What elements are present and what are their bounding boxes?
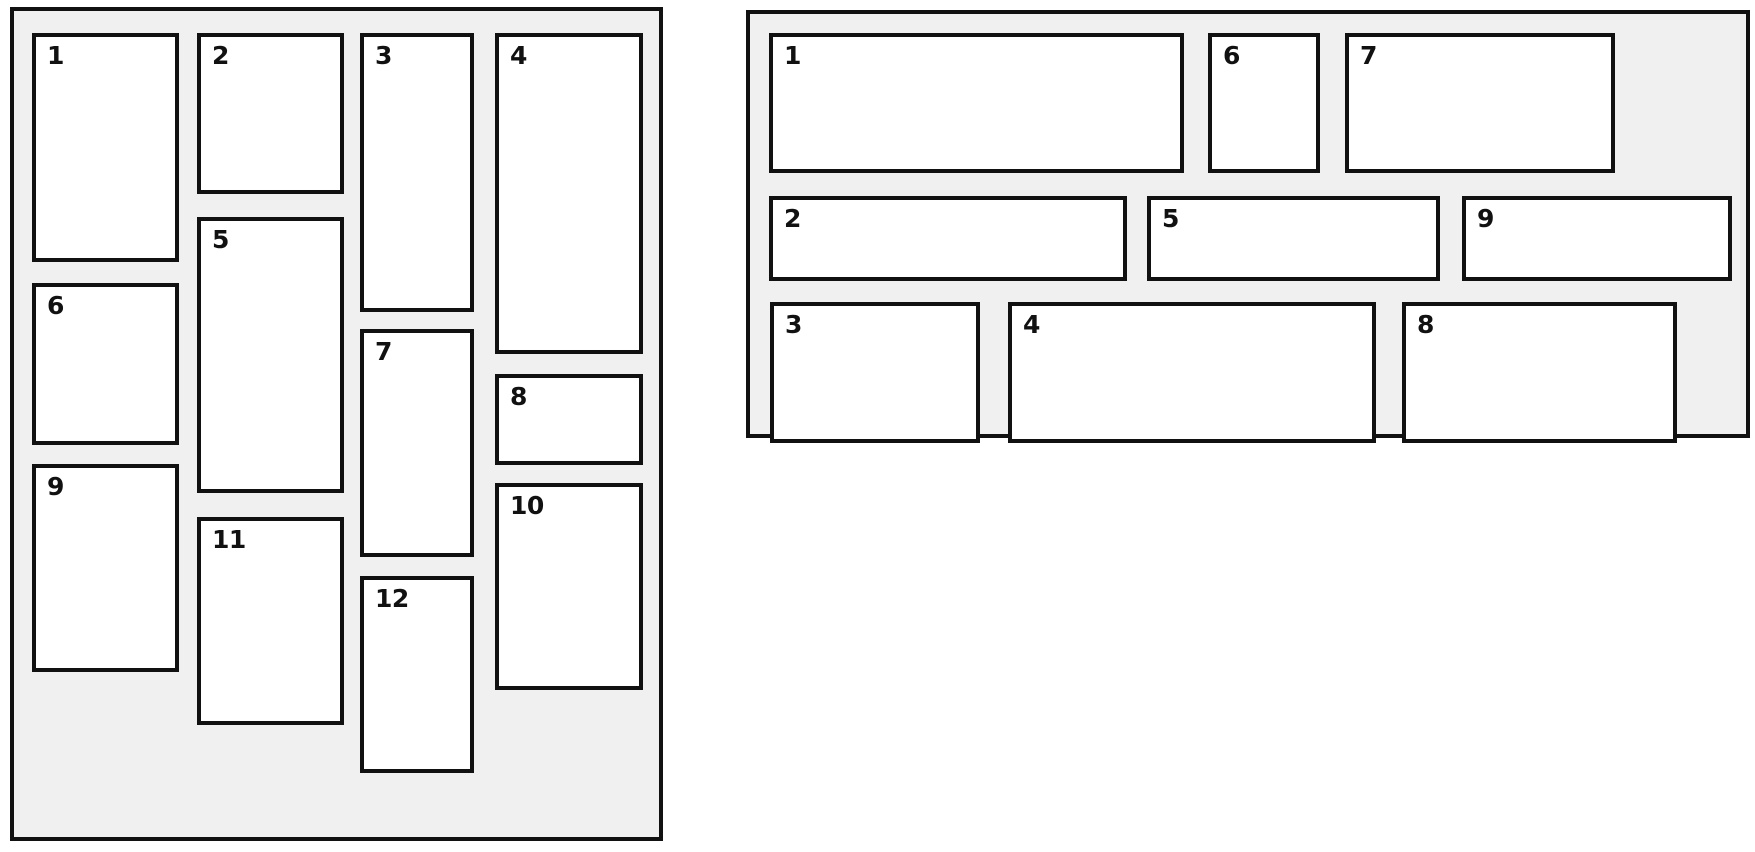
cell-label: 9 [1477,204,1494,233]
cell-left-panel-9[interactable]: 9 [32,464,179,672]
cell-label: 4 [510,41,527,70]
cell-left-panel-12[interactable]: 12 [360,576,474,773]
cell-right-panel-8[interactable]: 8 [1402,302,1677,443]
cell-right-panel-7[interactable]: 7 [1345,33,1615,173]
cell-label: 6 [1223,41,1240,70]
cell-label: 2 [212,41,229,70]
cell-label: 9 [47,472,64,501]
cell-label: 3 [785,310,802,339]
cell-right-panel-6[interactable]: 6 [1208,33,1320,173]
cell-left-panel-8[interactable]: 8 [495,374,643,465]
cell-right-panel-2[interactable]: 2 [769,196,1127,281]
cell-left-panel-11[interactable]: 11 [197,517,344,725]
cell-label: 7 [375,337,392,366]
cell-label: 8 [510,382,527,411]
cell-label: 11 [212,525,246,554]
cell-left-panel-10[interactable]: 10 [495,483,643,690]
cell-label: 1 [784,41,801,70]
cell-label: 5 [1162,204,1179,233]
cell-left-panel-2[interactable]: 2 [197,33,344,194]
cell-left-panel-4[interactable]: 4 [495,33,643,354]
cell-label: 7 [1360,41,1377,70]
cell-left-panel-6[interactable]: 6 [32,283,179,445]
cell-right-panel-1[interactable]: 1 [769,33,1184,173]
cell-right-panel-3[interactable]: 3 [770,302,980,443]
cell-right-panel-5[interactable]: 5 [1147,196,1440,281]
cell-left-panel-7[interactable]: 7 [360,329,474,557]
cell-left-panel-5[interactable]: 5 [197,217,344,493]
cell-right-panel-9[interactable]: 9 [1462,196,1732,281]
cell-left-panel-3[interactable]: 3 [360,33,474,312]
cell-label: 5 [212,225,229,254]
cell-label: 3 [375,41,392,70]
cell-right-panel-4[interactable]: 4 [1008,302,1376,443]
cell-label: 10 [510,491,544,520]
cell-label: 8 [1417,310,1434,339]
cell-label: 4 [1023,310,1040,339]
cell-label: 12 [375,584,409,613]
cell-label: 1 [47,41,64,70]
right-panel: 1 6 7 2 5 9 3 4 8 [746,10,1750,443]
cell-label: 2 [784,204,801,233]
cell-label: 6 [47,291,64,320]
cell-left-panel-1[interactable]: 1 [32,33,179,262]
